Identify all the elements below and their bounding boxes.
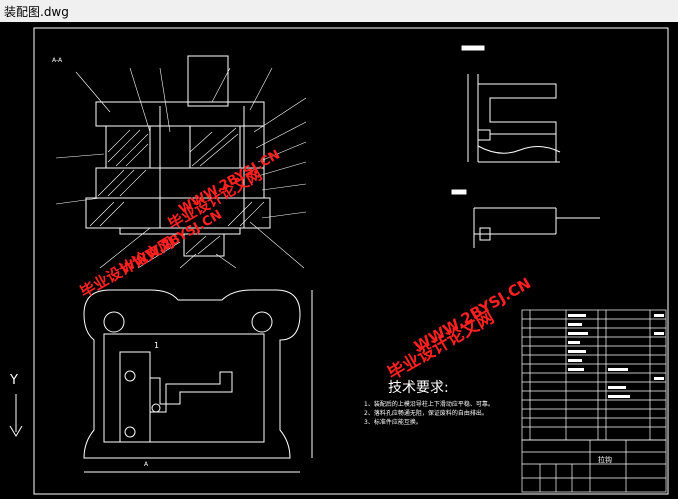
tech-req-title: 技术要求: [388,380,449,396]
section-label: A-A [52,57,63,64]
leader-lines [55,67,307,269]
window-title: 装配图.dwg [4,5,69,19]
watermark-url-3: WWW.2BYSJ.CN [411,274,534,355]
watermark-group-3: 毕业设计论文网 WWW.2BYSJ.CN [384,274,534,384]
detail-view-1 [461,45,561,163]
ucs-y-label: Y [9,373,18,388]
drawing-border [33,27,669,495]
watermark-url-2: WWW.2BYSJ.CN [177,147,283,217]
drawing-canvas[interactable]: A-A A 1 Y [0,22,678,499]
parts-list-entries [568,314,664,398]
tech-req-item-3: 3、标准件应能互换。 [364,418,422,426]
tech-req-item-2: 2、落料孔应畅通无阻，保证废料的自由排出。 [364,409,488,417]
watermark-group-1: 毕业设计论文网 WWW.2BYSJ.CN [77,207,225,301]
ucs-icon [9,394,23,437]
tech-req-item-1: 1、装配后的上模沿导柱上下滑动应平稳、可靠。 [364,400,494,408]
parts-list [521,309,667,441]
section-view [85,55,271,257]
plan-view [83,289,313,473]
title-bar: 装配图.dwg [0,0,678,22]
cad-drawing: A-A A 1 Y [9,27,669,495]
title-block [521,439,667,493]
detail-view-2 [451,189,600,248]
dimension-marker: A [144,461,149,468]
part-mark: 1 [154,341,159,350]
title-block-name: 拉钩 [598,455,612,464]
